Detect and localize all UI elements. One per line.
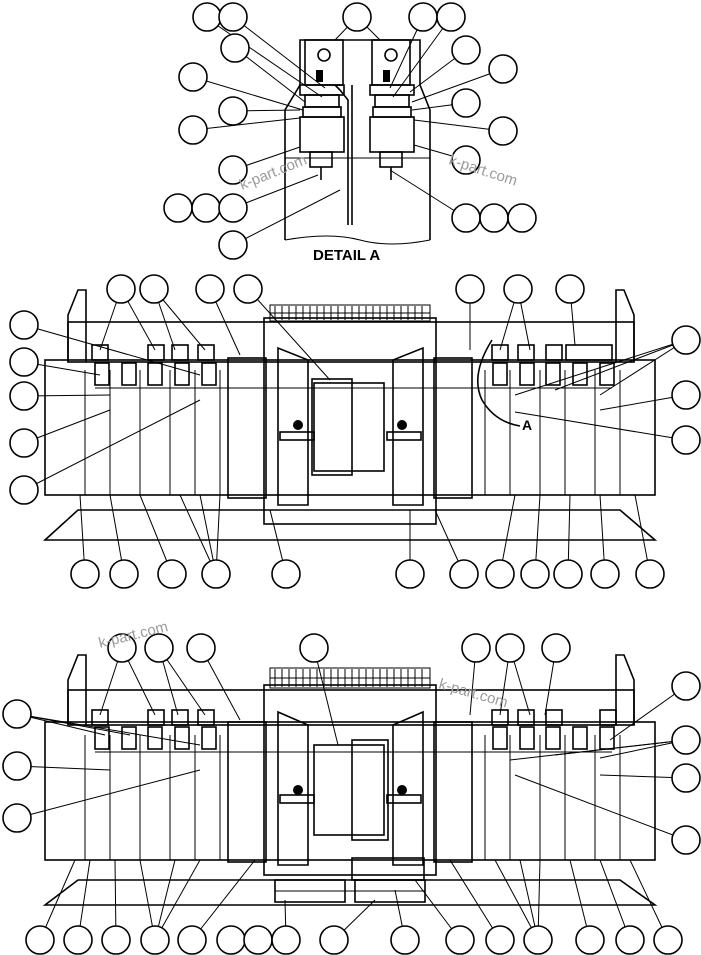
bottom-view-balloons	[2, 633, 701, 955]
callout-balloon	[461, 633, 491, 663]
callout-balloon	[485, 559, 515, 589]
middle-assembly-view	[42, 289, 658, 541]
callout-balloon	[144, 633, 174, 663]
callout-balloon	[216, 925, 246, 955]
callout-balloon	[139, 274, 169, 304]
callout-balloon	[178, 62, 208, 92]
callout-balloon	[178, 115, 208, 145]
callout-balloon	[107, 633, 137, 663]
callout-balloon	[671, 671, 701, 701]
callout-balloon	[575, 925, 605, 955]
callout-balloon	[488, 116, 518, 146]
callout-balloon	[495, 633, 525, 663]
callout-balloon	[436, 2, 466, 32]
callout-balloon	[553, 559, 583, 589]
callout-balloon	[191, 193, 221, 223]
callout-balloon	[220, 33, 250, 63]
callout-balloon	[9, 347, 39, 377]
callout-balloon	[109, 559, 139, 589]
callout-balloon	[319, 925, 349, 955]
callout-balloon	[590, 559, 620, 589]
callout-balloon	[451, 145, 481, 175]
callout-balloon	[555, 274, 585, 304]
callout-balloon	[9, 475, 39, 505]
callout-balloon	[2, 699, 32, 729]
callout-balloon	[140, 925, 170, 955]
callout-balloon	[671, 725, 701, 755]
detail-a-balloons	[163, 2, 537, 260]
callout-balloon	[671, 325, 701, 355]
callout-balloon	[455, 274, 485, 304]
callout-balloon	[163, 193, 193, 223]
grille	[270, 306, 430, 320]
callout-balloon	[671, 425, 701, 455]
callout-balloon	[449, 559, 479, 589]
callout-balloon	[9, 428, 39, 458]
callout-balloon	[25, 925, 55, 955]
callout-balloon	[507, 203, 537, 233]
callout-balloon	[63, 925, 93, 955]
callout-balloon	[615, 925, 645, 955]
callout-balloon	[479, 203, 509, 233]
callout-balloon	[101, 925, 131, 955]
callout-balloon	[635, 559, 665, 589]
callout-balloon	[671, 763, 701, 793]
callout-balloon	[2, 751, 32, 781]
watermark: k-part.com	[447, 152, 520, 190]
callout-balloon	[2, 803, 32, 833]
callout-balloon	[218, 2, 248, 32]
bottom-view-leaders	[16, 647, 687, 941]
callout-balloon	[9, 381, 39, 411]
detail-a-view	[284, 39, 431, 245]
callout-balloon	[201, 559, 231, 589]
callout-balloon	[653, 925, 683, 955]
callout-balloon	[195, 274, 225, 304]
callout-balloon	[395, 559, 425, 589]
callout-balloon	[233, 274, 263, 304]
callout-balloon	[299, 633, 329, 663]
callout-balloon	[218, 193, 248, 223]
callout-balloon	[177, 925, 207, 955]
callout-balloon	[271, 559, 301, 589]
callout-balloon	[192, 2, 222, 32]
callout-balloon	[520, 559, 550, 589]
callout-balloon	[218, 96, 248, 126]
callout-balloon	[271, 925, 301, 955]
bottom-assembly-view	[42, 654, 658, 906]
callout-balloon	[390, 925, 420, 955]
callout-balloon	[671, 825, 701, 855]
watermark: k-part.com	[237, 151, 309, 193]
callout-balloon	[218, 230, 248, 260]
callout-balloon	[485, 925, 515, 955]
callout-balloon	[541, 633, 571, 663]
callout-balloon	[488, 54, 518, 84]
callout-balloon	[523, 925, 553, 955]
callout-balloon	[243, 925, 273, 955]
callout-balloon	[157, 559, 187, 589]
callout-balloon	[342, 2, 372, 32]
callout-a-label: A	[522, 417, 532, 433]
callout-balloon	[408, 2, 438, 32]
middle-view-leaders	[23, 288, 687, 575]
callout-balloon	[445, 925, 475, 955]
detail-a-label: DETAIL A	[313, 247, 380, 264]
callout-balloon	[451, 203, 481, 233]
callout-balloon	[451, 35, 481, 65]
callout-balloon	[9, 310, 39, 340]
callout-balloon	[218, 155, 248, 185]
callout-balloon	[106, 274, 136, 304]
callout-balloon	[186, 633, 216, 663]
callout-balloon	[70, 559, 100, 589]
callout-balloon	[503, 274, 533, 304]
middle-view-balloons	[9, 274, 701, 589]
callout-balloon	[451, 88, 481, 118]
callout-balloon	[671, 380, 701, 410]
